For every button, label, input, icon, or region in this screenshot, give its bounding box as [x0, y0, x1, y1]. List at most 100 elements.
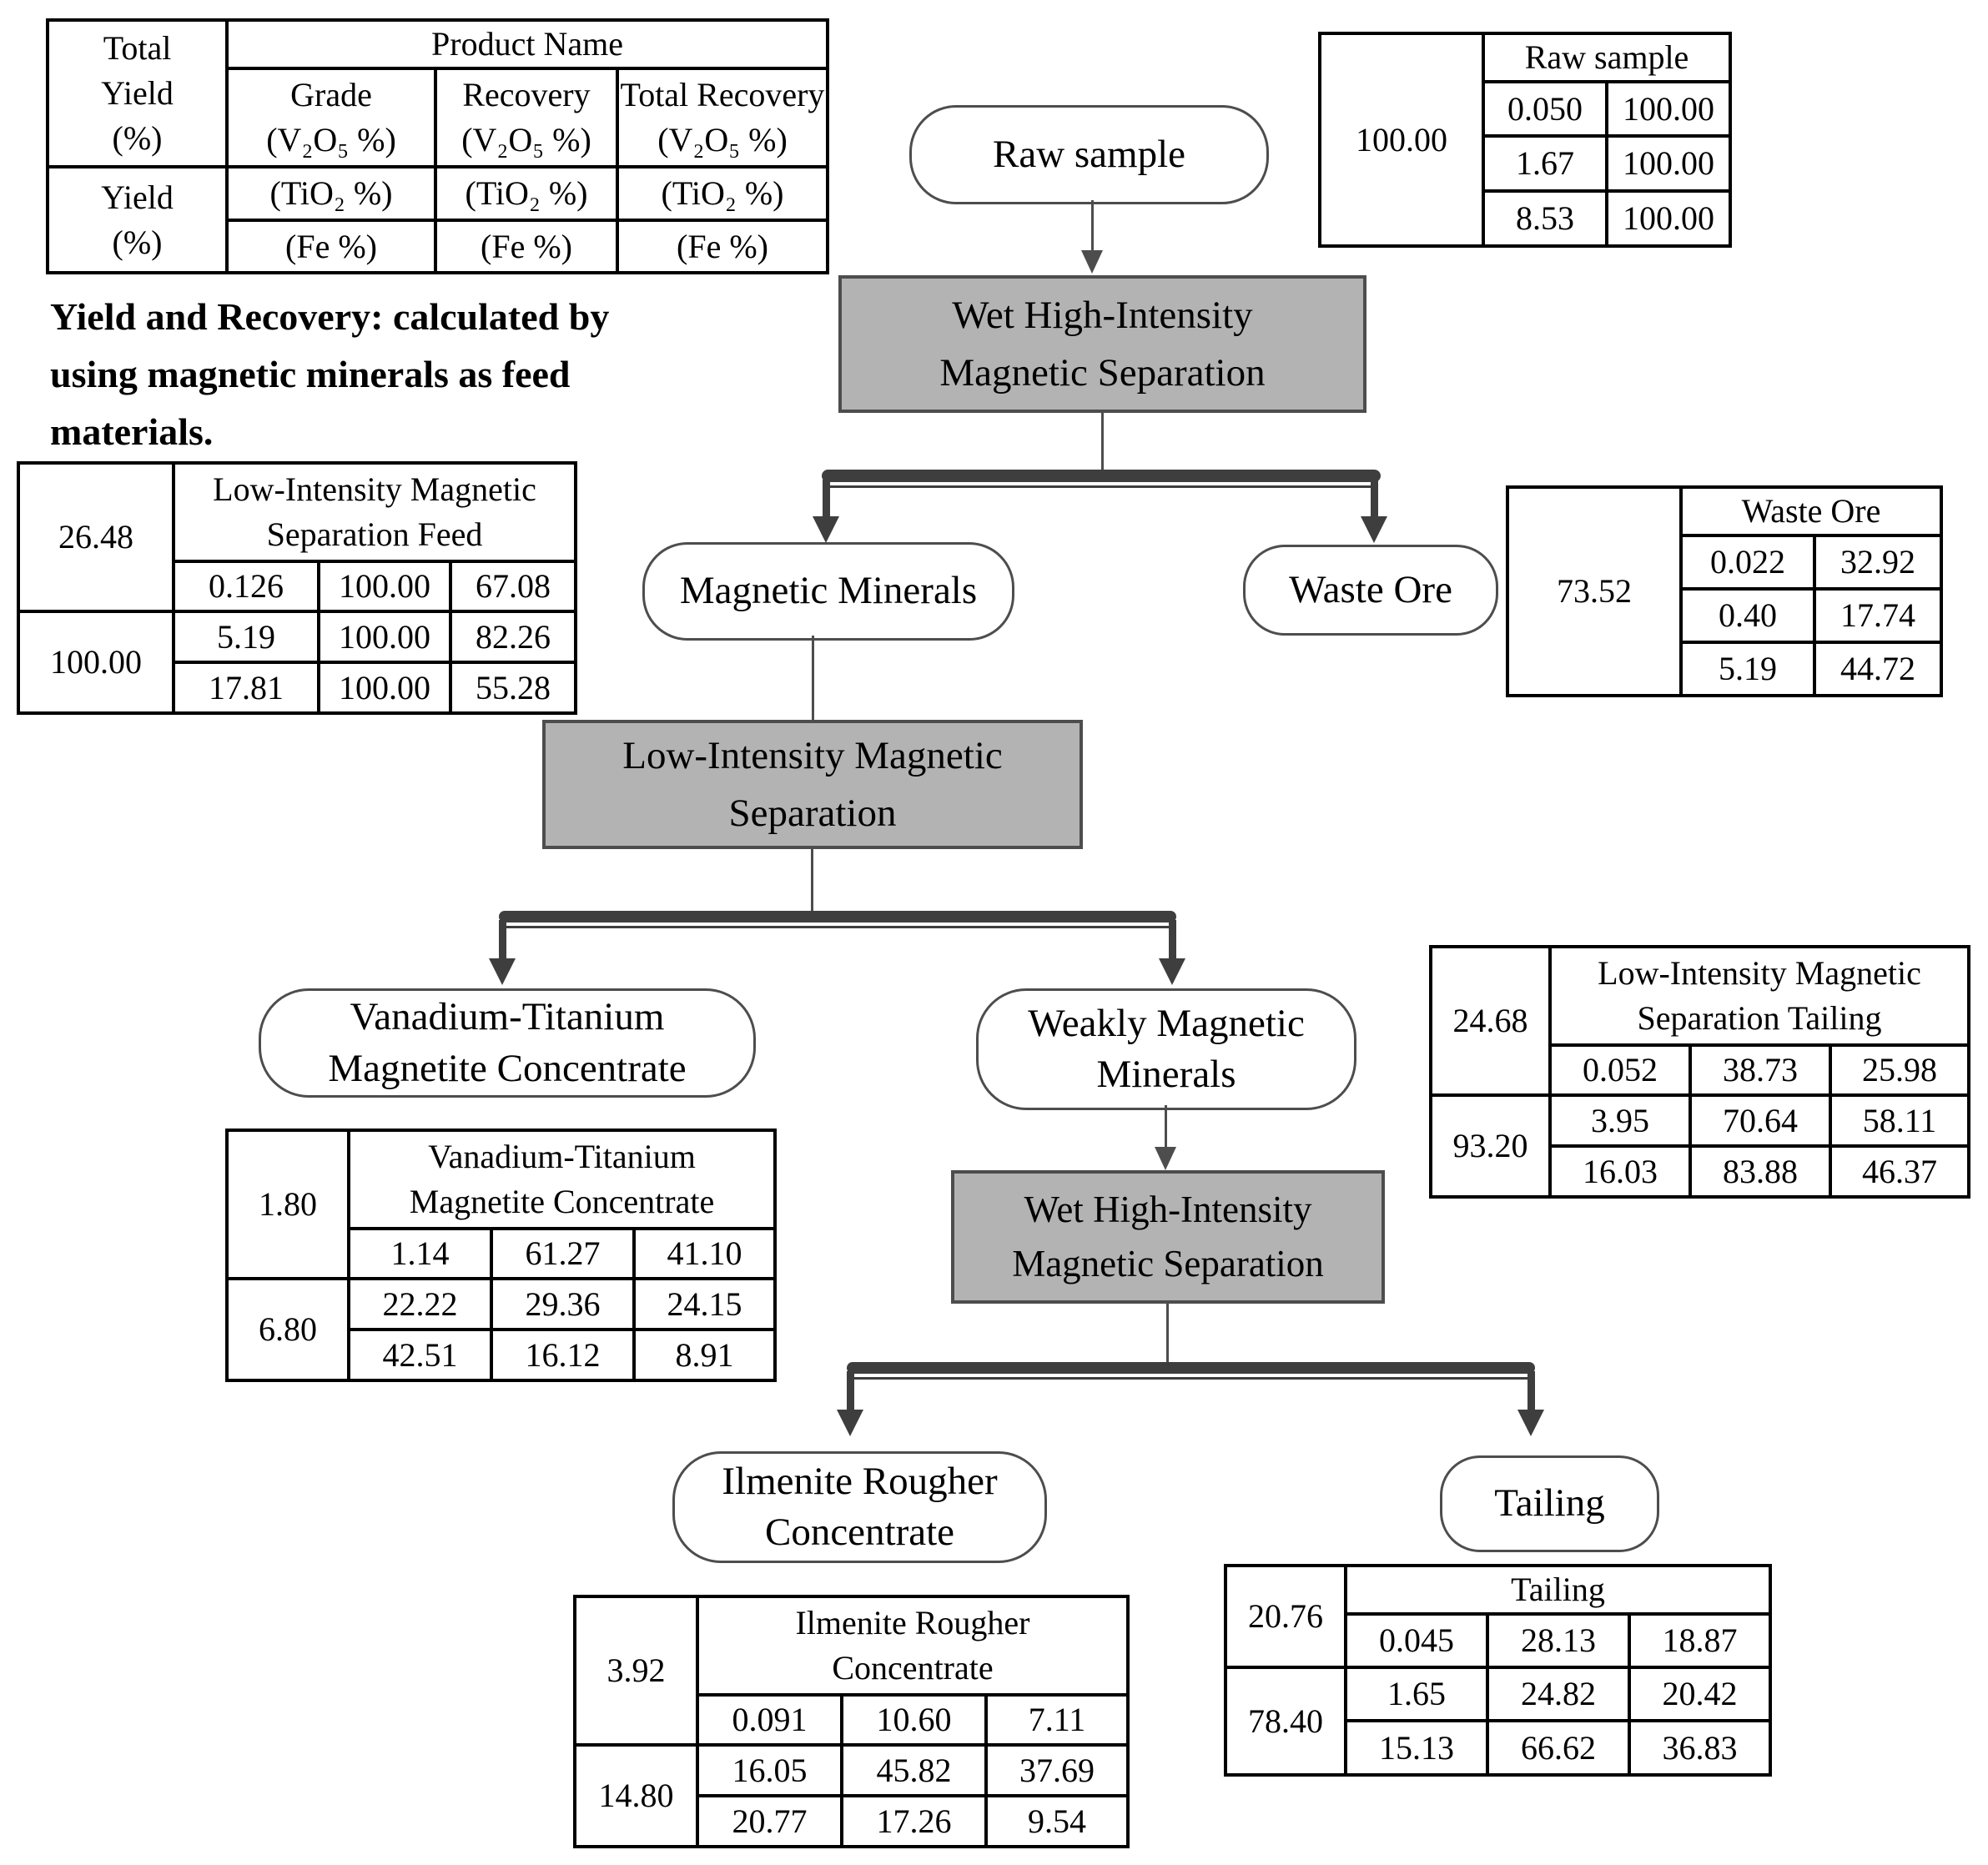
data-cell: 41.10 [632, 1227, 777, 1280]
ilmenite-table: 3.92 Ilmenite Rougher Concentrate 0.091 … [573, 1595, 1130, 1848]
whims-2-box: Wet High-Intensity Magnetic Separation [951, 1170, 1385, 1304]
splitter1-thinline [826, 485, 1377, 488]
total-yield-cell: 100.00 [1318, 32, 1485, 248]
splitter1-right-stem [1371, 480, 1378, 518]
data-cell: 100.00 [317, 610, 452, 664]
legend-total-yield: Total Yield (%) [46, 18, 229, 168]
whims2-out-stem [1166, 1304, 1169, 1362]
lims-tailing-table: 24.68 Low-Intensity Magnetic Separation … [1429, 945, 1970, 1199]
data-cell: 16.12 [490, 1328, 636, 1382]
splitter1-bar [822, 470, 1381, 482]
magmin-to-lims-stem [812, 636, 814, 720]
data-cell: 7.11 [984, 1693, 1130, 1747]
arrow-raw-to-whims1-stem [1091, 200, 1094, 252]
lims-box: Low-Intensity Magnetic Separation [542, 720, 1083, 849]
data-cell: 0.40 [1679, 587, 1816, 644]
raw-sample-table: 100.00 Raw sample 0.050 100.00 1.67 100.… [1318, 32, 1732, 248]
data-cell: 17.81 [172, 661, 320, 715]
table-title: Low-Intensity Magnetic Separation Tailin… [1548, 945, 1970, 1047]
data-cell: 0.126 [172, 560, 320, 613]
splitter3-right-stem [1527, 1371, 1535, 1411]
legend-product-name: Product Name [225, 18, 829, 70]
tailing-table: 20.76 Tailing 0.045 28.13 18.87 78.40 1.… [1224, 1564, 1773, 1777]
data-cell: 25.98 [1829, 1043, 1970, 1097]
data-cell: 82.26 [449, 610, 577, 664]
data-cell: 8.53 [1482, 189, 1608, 248]
data-cell: 15.13 [1344, 1719, 1489, 1777]
yield-cell: 78.40 [1224, 1666, 1347, 1777]
splitter3-thinline [851, 1377, 1529, 1380]
data-cell: 37.69 [984, 1743, 1130, 1797]
whims1-out-stem [1101, 413, 1104, 470]
legend-fe: (Fe %) [225, 219, 437, 274]
splitter2-left-stem [499, 920, 506, 960]
data-cell: 9.54 [984, 1794, 1130, 1848]
data-cell: 55.28 [449, 661, 577, 715]
data-cell: 100.00 [1605, 134, 1732, 193]
data-cell: 46.37 [1829, 1144, 1970, 1199]
splitter2-left-arrowhead [489, 958, 516, 985]
legend-fe: (Fe %) [616, 219, 829, 274]
tailing-node: Tailing [1440, 1455, 1659, 1552]
table-title: Tailing [1343, 1564, 1773, 1616]
whims-1-box: Wet High-Intensity Magnetic Separation [838, 275, 1366, 413]
yield-cell: 6.80 [225, 1277, 350, 1382]
legend-grade: Grade (V₂O₅ %) [225, 67, 437, 168]
splitter3-right-arrowhead [1517, 1410, 1544, 1436]
waste-ore-node: Waste Ore [1243, 545, 1498, 636]
table-title: Ilmenite Rougher Concentrate [696, 1595, 1130, 1697]
ilmenite-rougher-concentrate-node: Ilmenite Rougher Concentrate [672, 1451, 1047, 1563]
data-cell: 100.00 [317, 560, 452, 613]
splitter3-left-stem [847, 1371, 854, 1411]
waste-ore-table: 73.52 Waste Ore 0.022 32.92 0.40 17.74 5… [1506, 485, 1944, 697]
data-cell: 83.88 [1689, 1144, 1832, 1199]
splitter3-left-arrowhead [837, 1410, 863, 1436]
data-cell: 5.19 [172, 610, 320, 664]
data-cell: 100.00 [1605, 189, 1732, 248]
vt-concentrate-table: 1.80 Vanadium-Titanium Magnetite Concent… [225, 1129, 777, 1382]
data-cell: 0.045 [1344, 1612, 1489, 1669]
table-title: Low-Intensity Magnetic Separation Feed [172, 461, 577, 563]
legend-fe: (Fe %) [434, 219, 619, 274]
data-cell: 5.19 [1679, 641, 1816, 697]
data-cell: 45.82 [840, 1743, 988, 1797]
data-cell: 16.03 [1548, 1144, 1692, 1199]
data-cell: 17.74 [1812, 587, 1944, 644]
legend-tio2: (TiO₂ %) [616, 165, 829, 222]
note-text: Yield and Recovery: calculated by using … [50, 295, 610, 453]
data-cell: 100.00 [1605, 80, 1732, 138]
data-cell: 10.60 [840, 1693, 988, 1747]
total-yield-cell: 26.48 [17, 461, 175, 613]
data-cell: 16.05 [696, 1743, 843, 1797]
data-cell: 8.91 [632, 1328, 777, 1382]
yield-cell: 14.80 [573, 1743, 699, 1848]
data-cell: 0.022 [1679, 534, 1816, 591]
splitter2-right-arrowhead [1159, 958, 1185, 985]
total-yield-cell: 20.76 [1224, 1564, 1347, 1669]
data-cell: 58.11 [1829, 1093, 1970, 1148]
total-yield-cell: 24.68 [1429, 945, 1552, 1097]
data-cell: 0.091 [696, 1693, 843, 1747]
weakly-magnetic-minerals-node: Weakly Magnetic Minerals [976, 988, 1356, 1110]
total-yield-cell: 3.92 [573, 1595, 699, 1747]
splitter3-bar [847, 1362, 1535, 1374]
data-cell: 38.73 [1689, 1043, 1832, 1097]
splitter2-bar [499, 911, 1176, 922]
table-title: Waste Ore [1678, 485, 1944, 537]
data-cell: 29.36 [490, 1277, 636, 1331]
splitter1-left-stem [823, 480, 830, 518]
arrow-weakly-to-whims2-stem [1165, 1105, 1167, 1149]
arrow-weakly-to-whims2-head [1155, 1147, 1176, 1170]
splitter2-thinline [504, 926, 1171, 928]
raw-sample-node: Raw sample [909, 105, 1269, 204]
data-cell: 100.00 [317, 661, 452, 715]
data-cell: 17.26 [840, 1794, 988, 1848]
splitter1-right-arrowhead [1361, 516, 1387, 543]
data-cell: 1.67 [1482, 134, 1608, 193]
yield-cell: 93.20 [1429, 1093, 1552, 1199]
data-cell: 61.27 [490, 1227, 636, 1280]
arrow-raw-to-whims1-head [1081, 250, 1103, 274]
lims-feed-table: 26.48 Low-Intensity Magnetic Separation … [17, 461, 577, 715]
data-cell: 32.92 [1812, 534, 1944, 591]
